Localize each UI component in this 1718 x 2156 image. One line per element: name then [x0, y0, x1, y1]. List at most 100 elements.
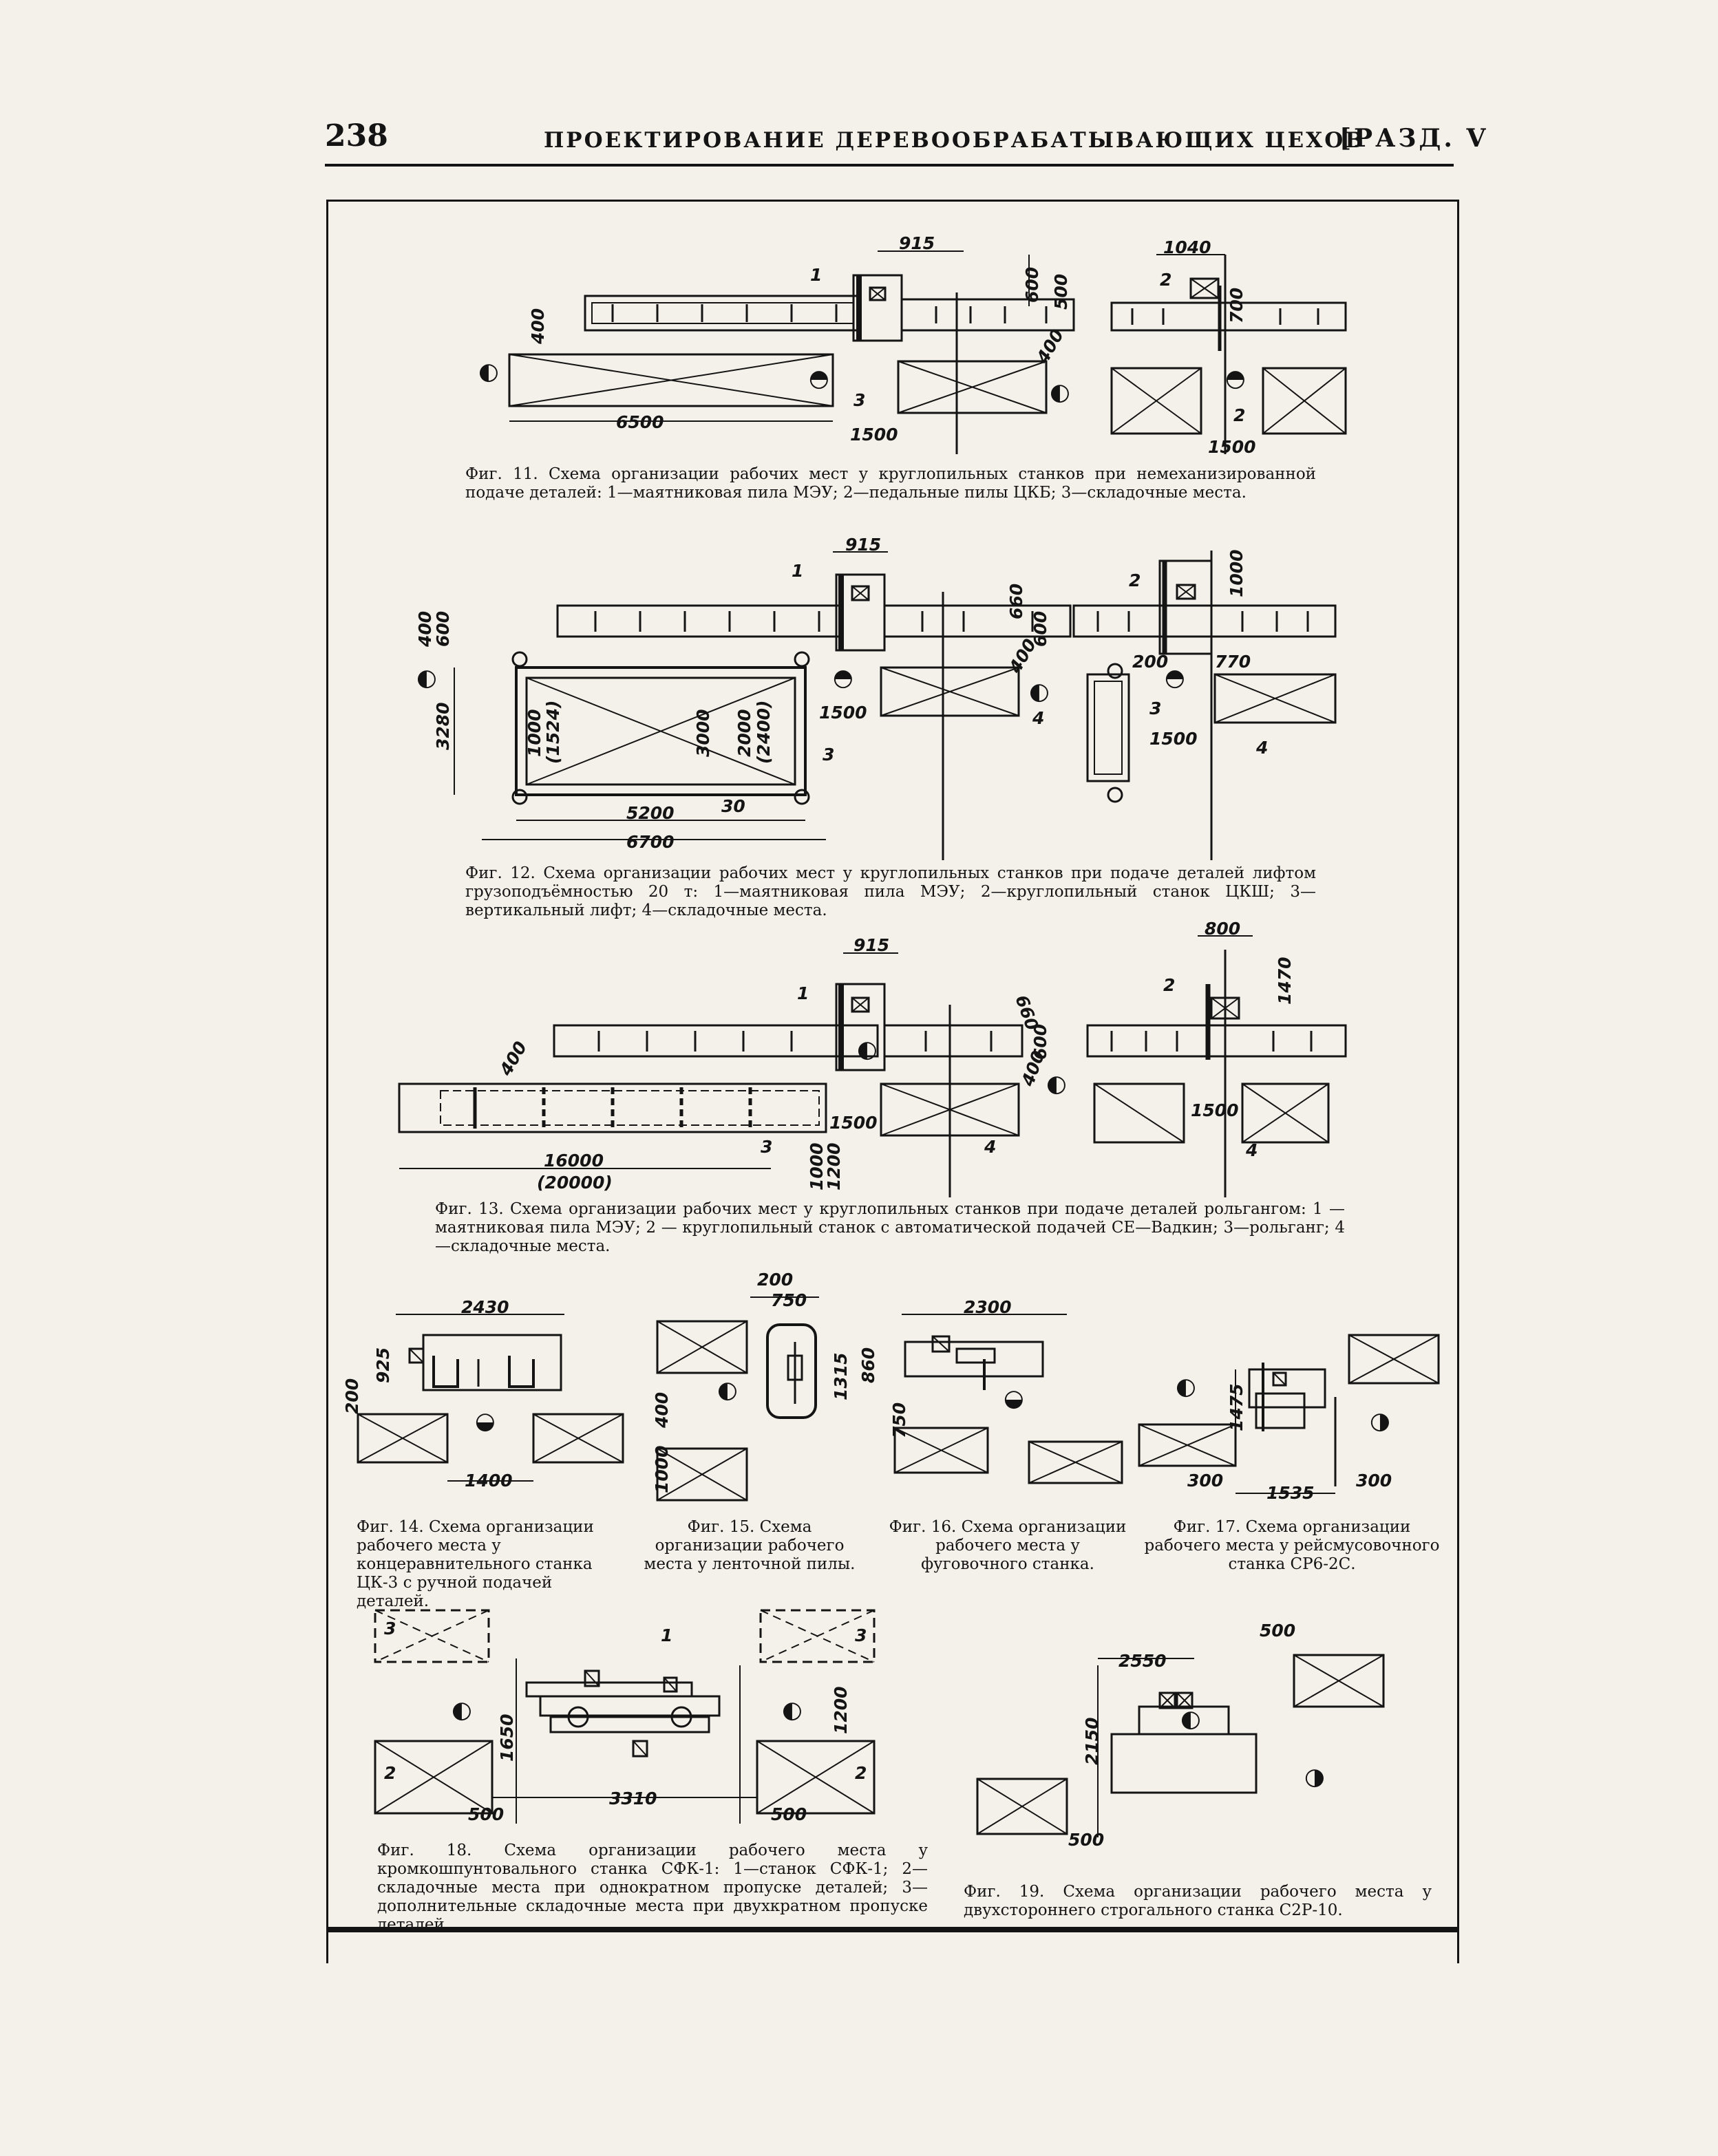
- operator-position-icon: ◐: [782, 1696, 803, 1724]
- operator-position-icon: ◐: [416, 664, 437, 692]
- fig12-dim-1524: (1524): [543, 701, 563, 764]
- fig18-dim-500a: 500: [468, 1804, 504, 1824]
- fig12-label-2: 2: [1129, 570, 1141, 590]
- fig11-dim-500: 500: [1051, 274, 1071, 310]
- fig12-dim-30: 30: [721, 796, 745, 816]
- operator-position-icon: ◒: [475, 1407, 496, 1435]
- header-rule: [325, 164, 1454, 167]
- fig15-dim-1315: 1315: [831, 1352, 851, 1400]
- fig13-label-1: 1: [797, 983, 809, 1003]
- fig12-dim-770: 770: [1215, 652, 1251, 672]
- fig13-label-2: 2: [1163, 975, 1175, 995]
- fig11-label-1: 1: [810, 265, 822, 285]
- operator-position-icon: ◑: [1304, 1763, 1325, 1791]
- fig12-dim-1000: 1000: [524, 709, 544, 757]
- fig16-dim-860: 860: [858, 1347, 878, 1383]
- fig18-drawing: 1650 1200 3310 500 500 3 3 1 2 2: [374, 1609, 876, 1824]
- operator-position-icon: ◓: [833, 664, 853, 692]
- fig14-dim-200: 200: [342, 1378, 362, 1414]
- fig16-jointer: [904, 1341, 1044, 1378]
- fig12-label-4: 4: [1032, 708, 1044, 728]
- fig11-conveyor-left: [584, 295, 862, 332]
- fig12-label-1: 1: [792, 561, 803, 581]
- fig12-dim-660: 660: [1006, 584, 1026, 619]
- fig12-label-3b: 3: [1149, 698, 1161, 718]
- fig13-label-3: 3: [761, 1137, 772, 1157]
- figure-frame: [326, 200, 1459, 1963]
- section-label: [РАЗД. V: [1339, 124, 1489, 153]
- operator-position-icon: ◐: [717, 1376, 738, 1404]
- fig12-label-3: 3: [823, 745, 834, 765]
- fig11-label-2b: 2: [1233, 405, 1245, 425]
- fig19-dim-2550: 2550: [1118, 1651, 1167, 1671]
- fig12-dim-3000: 3000: [693, 709, 713, 757]
- operator-position-icon: ◐: [1176, 1373, 1196, 1400]
- fig13-dim-20000: (20000): [537, 1173, 613, 1193]
- fig13-roller-conveyor: [398, 1082, 827, 1133]
- operator-position-icon: ◓: [809, 365, 829, 392]
- fig12-label-4b: 4: [1255, 738, 1268, 758]
- fig12-dim-1000b: 1000: [1227, 549, 1247, 597]
- fig12-caption: Фиг. 12. Схема организации рабочих мест …: [465, 864, 1316, 919]
- fig14-dim-2430: 2430: [461, 1297, 509, 1317]
- fig17-planer: [1248, 1368, 1326, 1409]
- fig16-drawing: 2300 860 750: [858, 1297, 1123, 1484]
- operator-position-icon: ◐: [1050, 378, 1070, 406]
- fig19-drawing: 500 2550 2150 500: [976, 1621, 1385, 1850]
- fig13-dim-1470: 1470: [1275, 957, 1295, 1005]
- fig12-vertical-lift: [515, 666, 807, 796]
- fig11-label-2: 2: [1160, 270, 1171, 290]
- fig12-dim-2000: 2000: [734, 709, 754, 757]
- fig18-caption: Фиг. 18. Схема организации рабочего мест…: [377, 1842, 928, 1934]
- fig12-dim-600b: 600: [1030, 611, 1050, 647]
- fig13-dim-1000: 1000: [807, 1142, 827, 1191]
- fig15-dim-200: 200: [757, 1270, 793, 1290]
- fig13-label-4: 4: [984, 1137, 996, 1157]
- fig11-dim-1500a: 1500: [850, 425, 898, 445]
- fig11-caption: Фиг. 11. Схема организации рабочих мест …: [465, 465, 1316, 502]
- fig12-circular-saw: [1158, 559, 1213, 655]
- operator-position-icon: ◐: [1046, 1070, 1067, 1098]
- fig17-dim-300b: 300: [1356, 1471, 1392, 1491]
- fig16-caption: Фиг. 16. Схема организации рабочего мест…: [889, 1518, 1127, 1573]
- fig11-dim-600: 600: [1022, 267, 1042, 303]
- fig19-dim-500b: 500: [1068, 1830, 1104, 1850]
- fig14-machine: [422, 1334, 562, 1391]
- fig18-dim-1200: 1200: [831, 1686, 851, 1734]
- fig19-dim-500a: 500: [1260, 1621, 1295, 1641]
- fig12-dim-3280: 3280: [433, 702, 453, 750]
- fig13-label-4b: 4: [1245, 1140, 1258, 1160]
- fig12-drawing: 915 400 600 660 600 400 3280 1000 (1524)…: [415, 535, 1337, 860]
- fig15-dim-1000: 1000: [652, 1445, 672, 1493]
- page-number: 238: [325, 118, 388, 153]
- fig18-label-2b: 2: [855, 1763, 867, 1783]
- operator-position-icon: ◑: [1370, 1407, 1390, 1435]
- fig13-drawing: 915 660 600 400 400 1500 16000 (20000) 1…: [398, 919, 1347, 1197]
- figure-frame-bottom-rule: [326, 1927, 1459, 1932]
- fig13-dim-400: 400: [496, 1038, 531, 1080]
- fig12-dim-6700: 6700: [626, 832, 675, 852]
- fig11-dim-700: 700: [1227, 288, 1247, 323]
- operator-position-icon: ◓: [1225, 365, 1246, 392]
- fig12-dim-2400: (2400): [754, 701, 774, 764]
- fig17-drawing: 1475 300 1535 300: [1138, 1334, 1440, 1503]
- fig15-dim-750: 750: [771, 1290, 807, 1310]
- fig19-caption: Фиг. 19. Схема организации рабочего мест…: [964, 1883, 1432, 1919]
- fig12-dim-1500: 1500: [819, 703, 867, 723]
- fig11-dim-400a: 400: [528, 308, 548, 345]
- fig18-dim-500b: 500: [771, 1804, 807, 1824]
- fig15-dim-400: 400: [652, 1392, 672, 1429]
- fig12-dim-1500b: 1500: [1149, 729, 1198, 749]
- fig18-label-3b: 3: [855, 1625, 867, 1645]
- fig18-label-3a: 3: [384, 1619, 396, 1639]
- operator-position-icon: ◓: [1165, 664, 1185, 692]
- fig15-drawing: 200 750 1315 400 1000: [652, 1270, 851, 1502]
- fig13-dim-16000: 16000: [544, 1151, 604, 1171]
- fig16-dim-750: 750: [889, 1402, 909, 1438]
- fig17-dim-1475: 1475: [1227, 1383, 1247, 1431]
- operator-position-icon: ◐: [478, 358, 499, 385]
- fig11-dim-6500: 6500: [616, 412, 664, 432]
- running-title: ПРОЕКТИРОВАНИЕ ДЕРЕВООБРАБАТЫВАЮЩИХ ЦЕХО…: [544, 128, 1366, 153]
- operator-position-icon: ◐: [452, 1696, 472, 1724]
- fig18-dim-3310: 3310: [609, 1789, 657, 1808]
